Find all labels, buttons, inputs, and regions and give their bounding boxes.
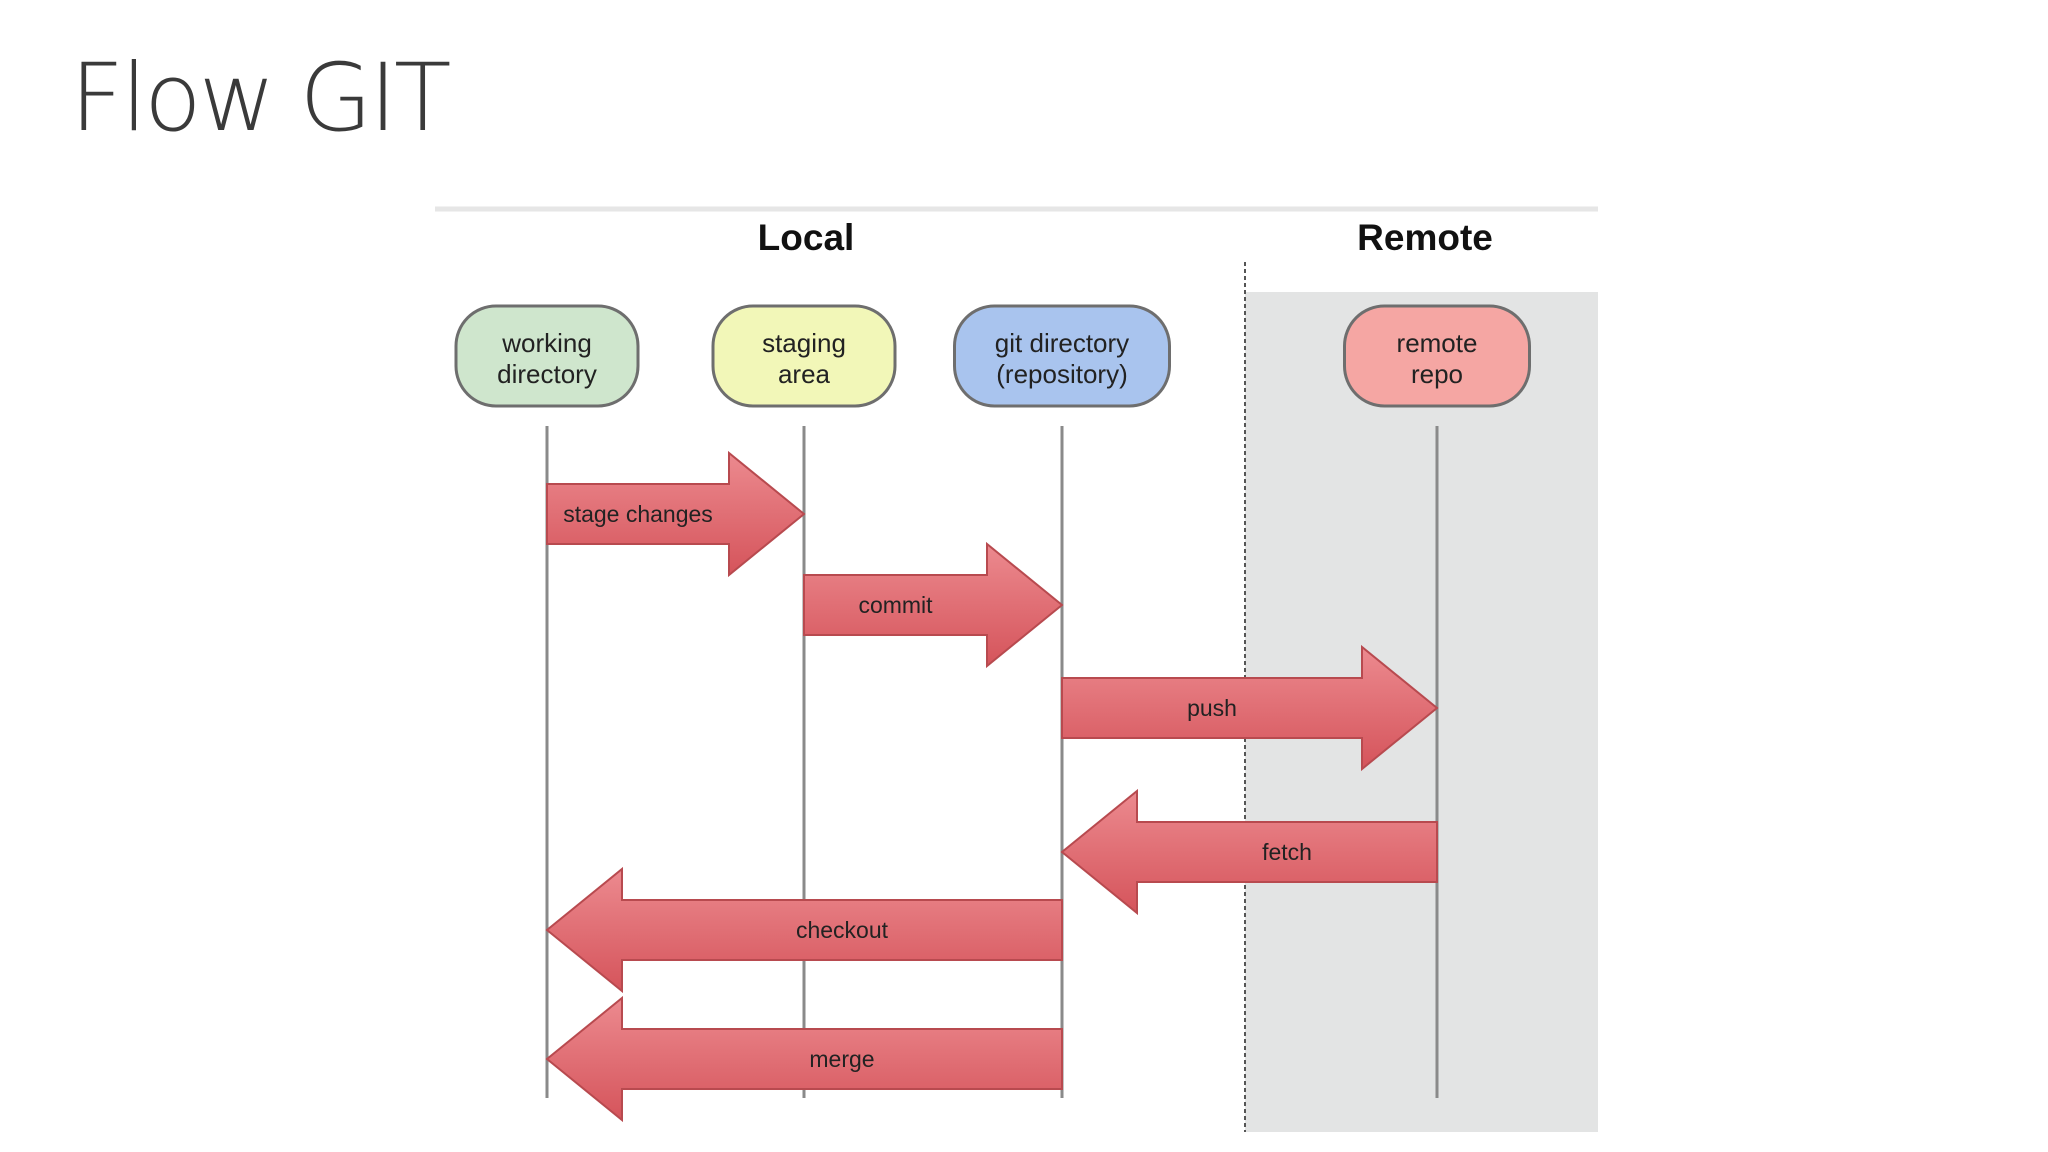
arrow-stage-changes (546, 450, 806, 578)
arrow-commit (803, 541, 1064, 669)
arrow-merge (545, 995, 1063, 1123)
arrow-checkout-label: checkout (796, 917, 889, 943)
node-staging (711, 304, 897, 408)
slide-title: Flow GIT (70, 44, 451, 153)
arrow-commit-label: commit (858, 592, 933, 618)
arrow-stage-changes-label: stage changes (563, 501, 713, 527)
section-remote-title: Remote (1357, 217, 1493, 258)
arrow-push (1061, 644, 1439, 772)
arrow-fetch-label: fetch (1262, 839, 1312, 865)
node-gitdir-label: git directory(repository) (995, 328, 1129, 389)
section-local-title: Local (758, 217, 855, 258)
arrow-merge-label: merge (809, 1046, 874, 1072)
arrow-fetch (1060, 788, 1438, 916)
arrow-push-label: push (1187, 695, 1237, 721)
arrow-checkout (545, 866, 1063, 994)
node-working (454, 304, 640, 408)
node-gitdir (953, 304, 1171, 408)
node-remote (1343, 304, 1531, 408)
